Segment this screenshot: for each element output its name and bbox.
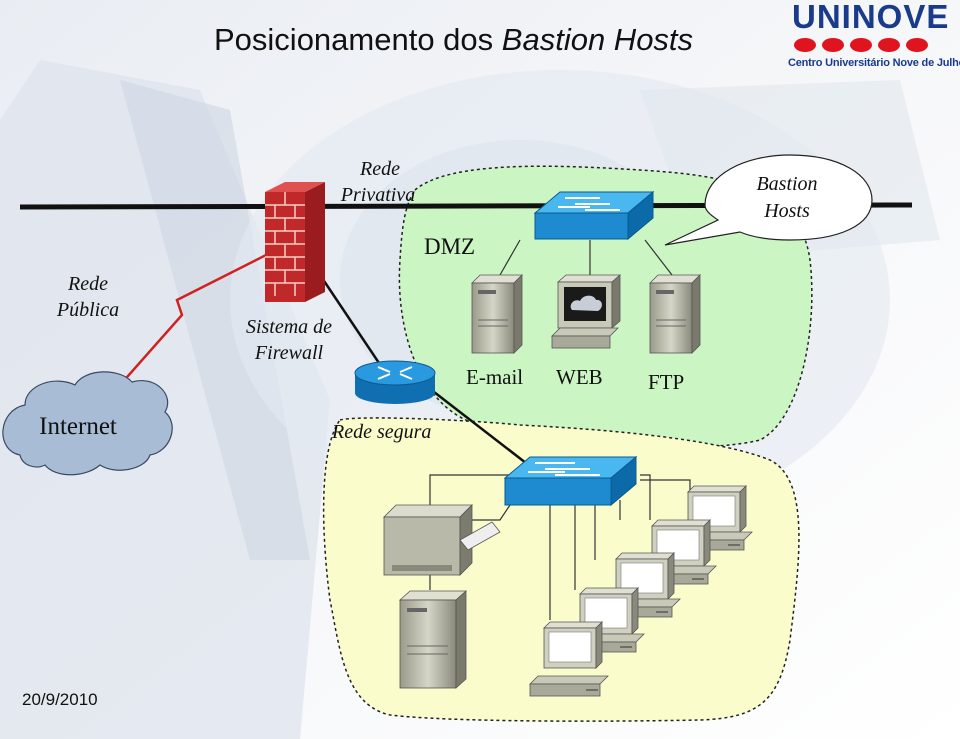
label-firewall-2: Firewall [254,342,324,364]
workstation-icon [681,485,753,551]
secure-switch-icon [503,455,638,507]
label-rede-publica-2: Pública [56,299,119,321]
bastion-callout [664,154,873,246]
title-regular: Posicionamento dos [214,22,494,57]
uninove-logo: UNINOVE Centro Universitário Nove de Jul… [786,0,960,80]
page-title: Posicionamento dos Bastion Hosts [214,22,693,58]
router-icon [354,360,436,404]
ftp-server-icon [649,274,701,354]
workstation-icon [529,621,609,697]
web-server-icon [551,274,622,349]
firewall-icon [265,182,325,302]
label-rede-segura: Rede segura [331,421,431,443]
label-firewall-1: Sistema de [246,316,332,338]
label-email: E-mail [466,365,523,389]
label-internet: Internet [39,413,117,440]
label-rede-publica-1: Rede [67,273,108,295]
label-bastion-2: Hosts [763,200,810,222]
label-bastion-1: Bastion [756,173,817,195]
secure-server-icon [398,590,468,689]
label-web: WEB [556,365,603,389]
label-rede-privativa-2: Privativa [340,184,415,206]
slide-date: 20/9/2010 [22,690,98,709]
printer-icon [383,504,501,576]
router-switch-link [424,384,536,471]
dmz-cabling [499,239,673,280]
internet-link [119,250,273,386]
email-server-icon [471,274,523,354]
internet-cloud-icon [2,371,173,476]
label-dmz: DMZ [424,234,475,259]
label-rede-privativa-1: Rede [359,158,400,180]
logo-dots [794,38,934,57]
logo-wordmark: UNINOVE [792,0,950,35]
dmz-switch-icon [533,190,655,241]
title-italic: Bastion Hosts [501,22,694,57]
logo-subtitle: Centro Universitário Nove de Julho [788,57,960,69]
label-ftp: FTP [648,370,684,394]
